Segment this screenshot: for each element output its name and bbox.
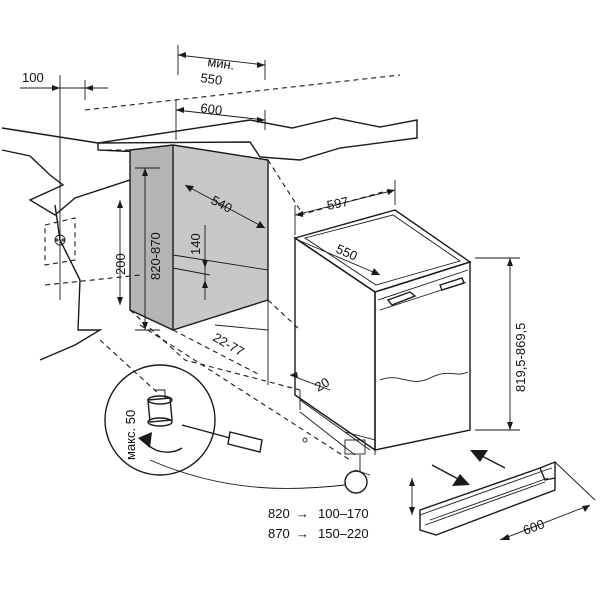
arrow-out-icon <box>452 474 470 486</box>
door-handle <box>386 291 417 306</box>
dim-door-offset <box>289 372 331 391</box>
dim-side-gap <box>20 75 108 300</box>
dim-appliance-height <box>475 257 520 431</box>
height-table-row-1-from: 820 <box>268 506 290 521</box>
dim-width-min <box>177 45 266 80</box>
dim-niche-height <box>135 167 160 331</box>
label-width-min-value: 550 <box>200 70 224 88</box>
dim-vent-height <box>117 200 123 305</box>
height-table: 820 → 100–170 870 → 150–220 <box>268 506 369 541</box>
label-niche-height: 820-870 <box>148 232 163 280</box>
dim-niche-depth <box>184 184 266 229</box>
dim-appliance-depth <box>297 239 381 276</box>
screwdriver-icon <box>181 424 231 439</box>
height-table-row-2-range: 150–220 <box>318 526 369 541</box>
foot-detail-marker <box>344 470 368 494</box>
label-plinth-height: 140 <box>188 233 203 255</box>
label-vent-height: 200 <box>113 253 128 275</box>
label-max-foot: макс. 50 <box>123 410 138 460</box>
label-niche-width: 600 <box>200 100 224 118</box>
label-width-min-caption: мин. <box>207 54 236 73</box>
dim-foot-height <box>409 478 415 515</box>
foot-detail <box>104 364 263 476</box>
height-table-row-2-from: 870 <box>268 526 290 541</box>
dim-niche-width <box>175 100 266 140</box>
height-table-row-1-range: 100–170 <box>318 506 369 521</box>
label-appliance-depth: 550 <box>334 241 360 264</box>
dim-plinth-height <box>202 225 208 300</box>
move-arrows <box>431 450 506 486</box>
arrow-in-icon <box>470 450 488 462</box>
label-side-gap: 100 <box>22 70 44 85</box>
plinth-panel <box>419 460 556 536</box>
refrigerator <box>293 209 472 476</box>
label-door-offset: 20 <box>312 374 332 394</box>
height-table-row-1-arrow: → <box>296 506 309 521</box>
label-appliance-height: 819,5-869,5 <box>513 323 528 392</box>
dim-appliance-width <box>294 180 396 235</box>
dim-plinth-length <box>499 461 596 541</box>
dim-plinth-depth <box>214 300 269 385</box>
label-plinth-depth: 22-77 <box>211 330 247 360</box>
label-plinth-length: 600 <box>521 516 547 538</box>
height-table-row-2-arrow: → <box>296 526 309 541</box>
label-appliance-width: 597 <box>326 194 350 213</box>
